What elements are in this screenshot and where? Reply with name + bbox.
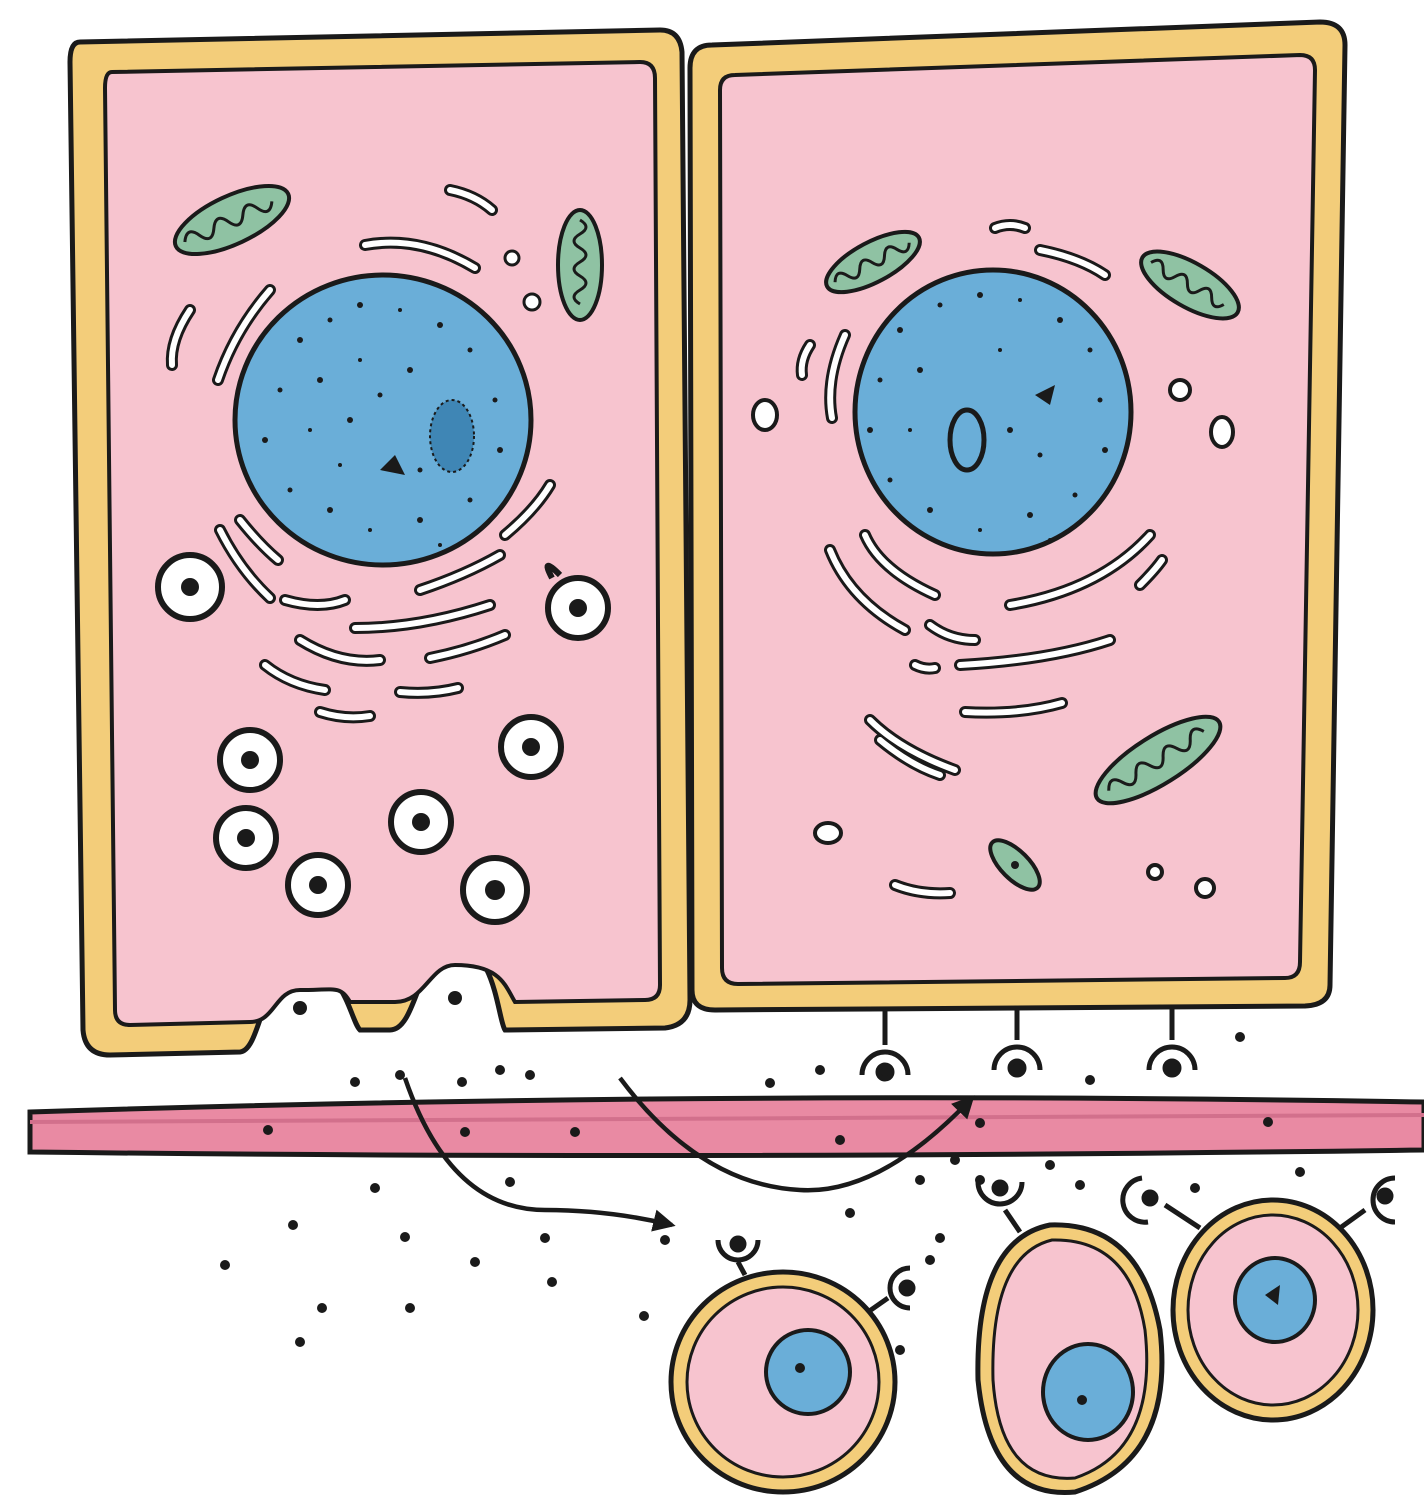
nucleolus <box>430 400 474 472</box>
secretory-vesicle <box>216 808 276 868</box>
secretory-vesicle <box>158 555 222 619</box>
target-cell <box>1123 1178 1395 1420</box>
target-cell <box>978 1182 1162 1493</box>
receptor-icon <box>1149 1006 1195 1075</box>
secretory-vesicle <box>463 858 527 922</box>
secretory-vesicle <box>288 855 348 915</box>
neighbor-cell <box>690 22 1345 1079</box>
mitochondrion <box>558 210 602 320</box>
secretory-vesicle <box>220 730 280 790</box>
target-cell <box>671 1238 913 1492</box>
receptors <box>862 1006 1195 1079</box>
nucleus <box>766 1330 850 1414</box>
secreting-cell <box>70 30 690 1055</box>
nucleus <box>855 270 1131 554</box>
nucleolus <box>950 410 984 470</box>
secretory-vesicle <box>501 717 561 777</box>
nucleus <box>235 275 531 565</box>
nucleus <box>1043 1344 1133 1440</box>
receptor-icon <box>994 1008 1040 1075</box>
receptor-icon <box>978 1182 1022 1232</box>
secretory-vesicle <box>391 792 451 852</box>
receptor-icon <box>862 1008 908 1079</box>
blood-vessel <box>30 1098 1424 1156</box>
